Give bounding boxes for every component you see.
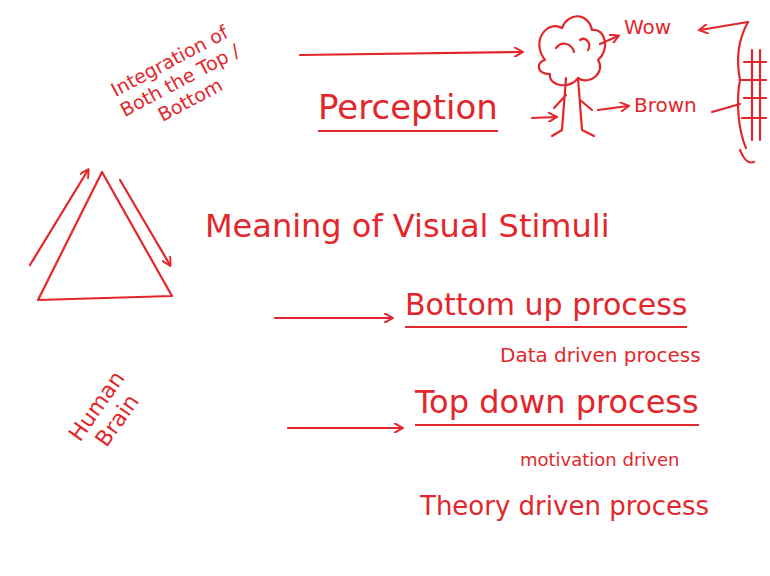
pointer-arrow <box>275 317 392 319</box>
pointer-arrow <box>300 52 522 55</box>
pointer-arrow <box>288 427 402 429</box>
handwritten-label: Wow <box>624 16 671 39</box>
handwritten-label: Human Brain <box>60 362 153 465</box>
handwritten-label: Perception <box>318 88 498 132</box>
handwritten-label: motivation driven <box>520 450 679 471</box>
pointer-arrow <box>532 117 556 118</box>
pointer-line <box>712 104 740 112</box>
handwritten-label: Meaning of Visual Stimuli <box>205 208 610 245</box>
pointer-arrow <box>700 22 748 30</box>
pointer-arrow <box>598 106 628 110</box>
handwritten-label: Theory driven process <box>420 492 709 522</box>
handwritten-label: Bottom up process <box>405 288 687 328</box>
handwritten-label: Data driven process <box>500 344 701 367</box>
handwritten-label: Integration of Both the Top / Bottom <box>90 12 271 150</box>
object-sketch <box>738 22 766 163</box>
handwritten-label: Brown <box>634 94 697 117</box>
tree-sketch <box>539 16 605 136</box>
side-arrow <box>30 170 88 265</box>
handwritten-label: Top down process <box>415 384 699 426</box>
pointer-arrow <box>600 36 618 44</box>
side-arrow <box>120 180 170 265</box>
triangle-sketch <box>38 172 172 300</box>
